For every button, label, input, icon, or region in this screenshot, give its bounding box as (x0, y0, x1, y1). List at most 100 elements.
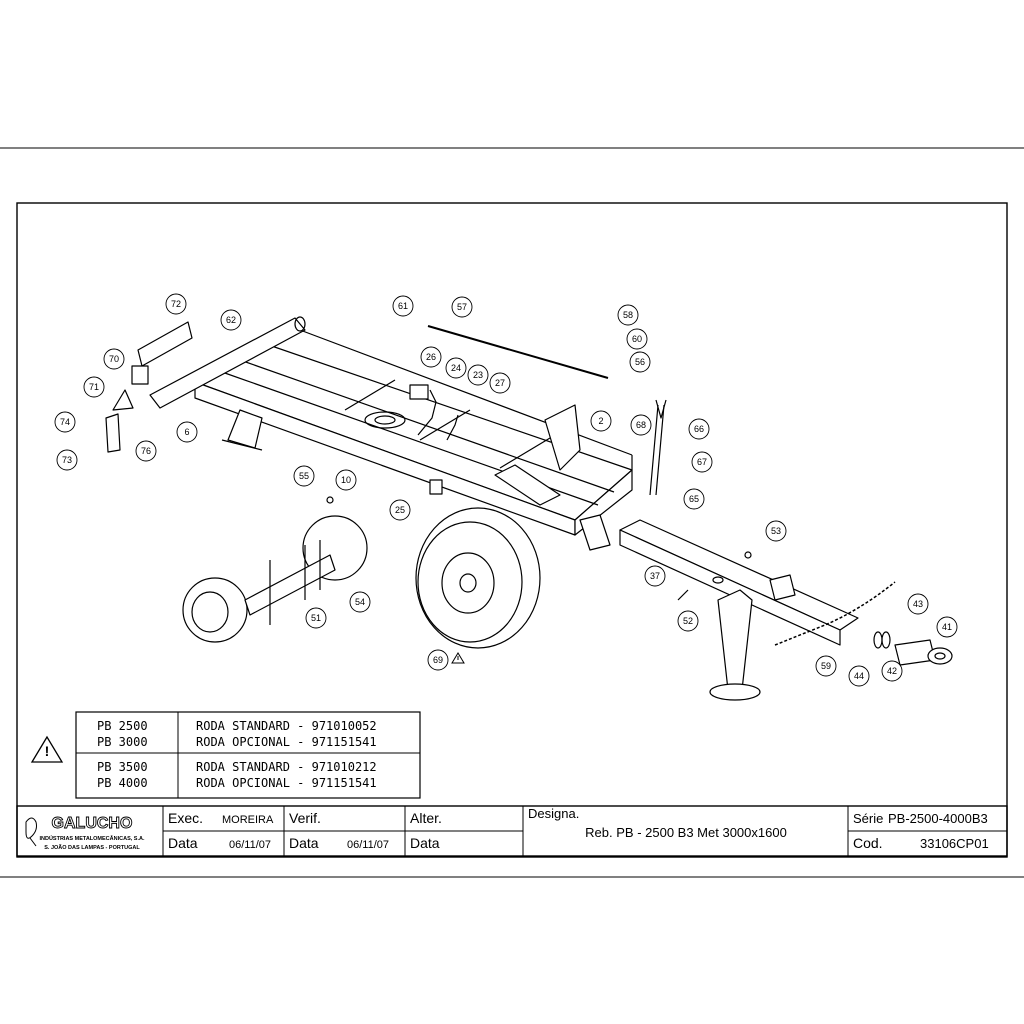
verif-label: Verif. (289, 810, 321, 826)
callout-number: 25 (395, 505, 405, 515)
alter-data-label: Data (410, 835, 440, 851)
callout-41: 41 (936, 616, 958, 638)
callout-circle (451, 296, 473, 318)
callout-10: 10 (335, 469, 357, 491)
callout-circle (293, 465, 315, 487)
callout-circle (54, 411, 76, 433)
verif-data-label: Data (289, 835, 319, 851)
callout-circle (389, 499, 411, 521)
callout-circle (420, 346, 442, 368)
callout-69: 69 (427, 649, 449, 671)
designa-value: Reb. PB - 2500 B3 Met 3000x1600 (585, 825, 787, 840)
alter-label: Alter. (410, 810, 442, 826)
brake-lever (417, 389, 437, 436)
callout-65: 65 (683, 488, 705, 510)
callout-68: 68 (630, 414, 652, 436)
callout-60: 60 (626, 328, 648, 350)
callout-number: 73 (62, 455, 72, 465)
callout-55: 55 (293, 465, 315, 487)
callout-72: 72 (165, 293, 187, 315)
callout-number: 71 (89, 382, 99, 392)
callout-number: 62 (226, 315, 236, 325)
callout-circle (644, 565, 666, 587)
callout-circle (629, 351, 651, 373)
callout-37: 37 (644, 565, 666, 587)
callout-circle (677, 610, 699, 632)
license-plate (137, 321, 193, 367)
callout-circle (691, 451, 713, 473)
callout-51: 51 (305, 607, 327, 629)
handbrake-lever (649, 399, 667, 496)
callout-number: 41 (942, 622, 952, 632)
callout-circle (103, 348, 125, 370)
callout-circle (165, 293, 187, 315)
callout-circle (907, 593, 929, 615)
svg-text:!: ! (45, 743, 50, 759)
callout-number: 43 (913, 599, 923, 609)
table-desc-1: RODA STANDARD - 971010052 (196, 719, 377, 733)
callout-circle (56, 449, 78, 471)
callout-number: 6 (184, 427, 189, 437)
callout-43: 43 (907, 593, 929, 615)
table-model-3: PB 3500 (97, 760, 148, 774)
drawing-frame (16, 202, 1008, 858)
callout-59: 59 (815, 655, 837, 677)
callout-number: 10 (341, 475, 351, 485)
callout-circle (683, 488, 705, 510)
drawbar (619, 519, 859, 646)
light-bracket (105, 413, 121, 453)
callout-circle (765, 520, 787, 542)
reflector-triangle (112, 389, 134, 411)
callout-number: 37 (650, 571, 660, 581)
callout-number: 60 (632, 334, 642, 344)
callout-number: 24 (451, 363, 461, 373)
callout-circle (630, 414, 652, 436)
exec-value: MOREIRA (222, 814, 274, 826)
serie-label: Série (853, 811, 883, 826)
callout-53: 53 (765, 520, 787, 542)
callout-2: 2 (590, 410, 612, 432)
callout-number: 27 (495, 378, 505, 388)
callout-44: 44 (848, 665, 870, 687)
callout-circle (392, 295, 414, 317)
callout-67: 67 (691, 451, 713, 473)
exec-data-label: Data (168, 835, 198, 851)
callout-number: 52 (683, 616, 693, 626)
company-line-1: INDÚSTRIAS METALOMECÂNICAS, S.A. (39, 835, 144, 842)
company-name: GALUCHO (52, 815, 133, 832)
callout-circle (489, 372, 511, 394)
callout-circle (220, 309, 242, 331)
callout-number: 66 (694, 424, 704, 434)
wheel-tire (415, 507, 541, 649)
callout-52: 52 (677, 610, 699, 632)
callout-number: 70 (109, 354, 119, 364)
callout-76: 76 (135, 440, 157, 462)
galucho-logo: GALUCHO INDÚSTRIAS METALOMECÂNICAS, S.A.… (25, 815, 145, 851)
chassis-frame (194, 329, 633, 551)
callout-circle (881, 660, 903, 682)
callout-27: 27 (489, 372, 511, 394)
callout-25: 25 (389, 499, 411, 521)
jockey-stand (709, 589, 761, 701)
callout-number: 56 (635, 357, 645, 367)
callout-number: 72 (171, 299, 181, 309)
cod-label: Cod. (853, 835, 883, 851)
callout-number: 55 (299, 471, 309, 481)
callout-circle (427, 649, 449, 671)
callout-circle (335, 469, 357, 491)
callout-61: 61 (392, 295, 414, 317)
callout-23: 23 (467, 364, 489, 386)
callout-74: 74 (54, 411, 76, 433)
callout-62: 62 (220, 309, 242, 331)
callout-number: 76 (141, 446, 151, 456)
callout-circle (626, 328, 648, 350)
table-desc-3: RODA STANDARD - 971010212 (196, 760, 377, 774)
support-bracket (227, 409, 263, 449)
cod-value: 33106CP01 (920, 836, 989, 851)
axle-assembly (182, 515, 368, 643)
callout-number: 53 (771, 526, 781, 536)
callout-number: 59 (821, 661, 831, 671)
callout-number: 2 (598, 416, 603, 426)
